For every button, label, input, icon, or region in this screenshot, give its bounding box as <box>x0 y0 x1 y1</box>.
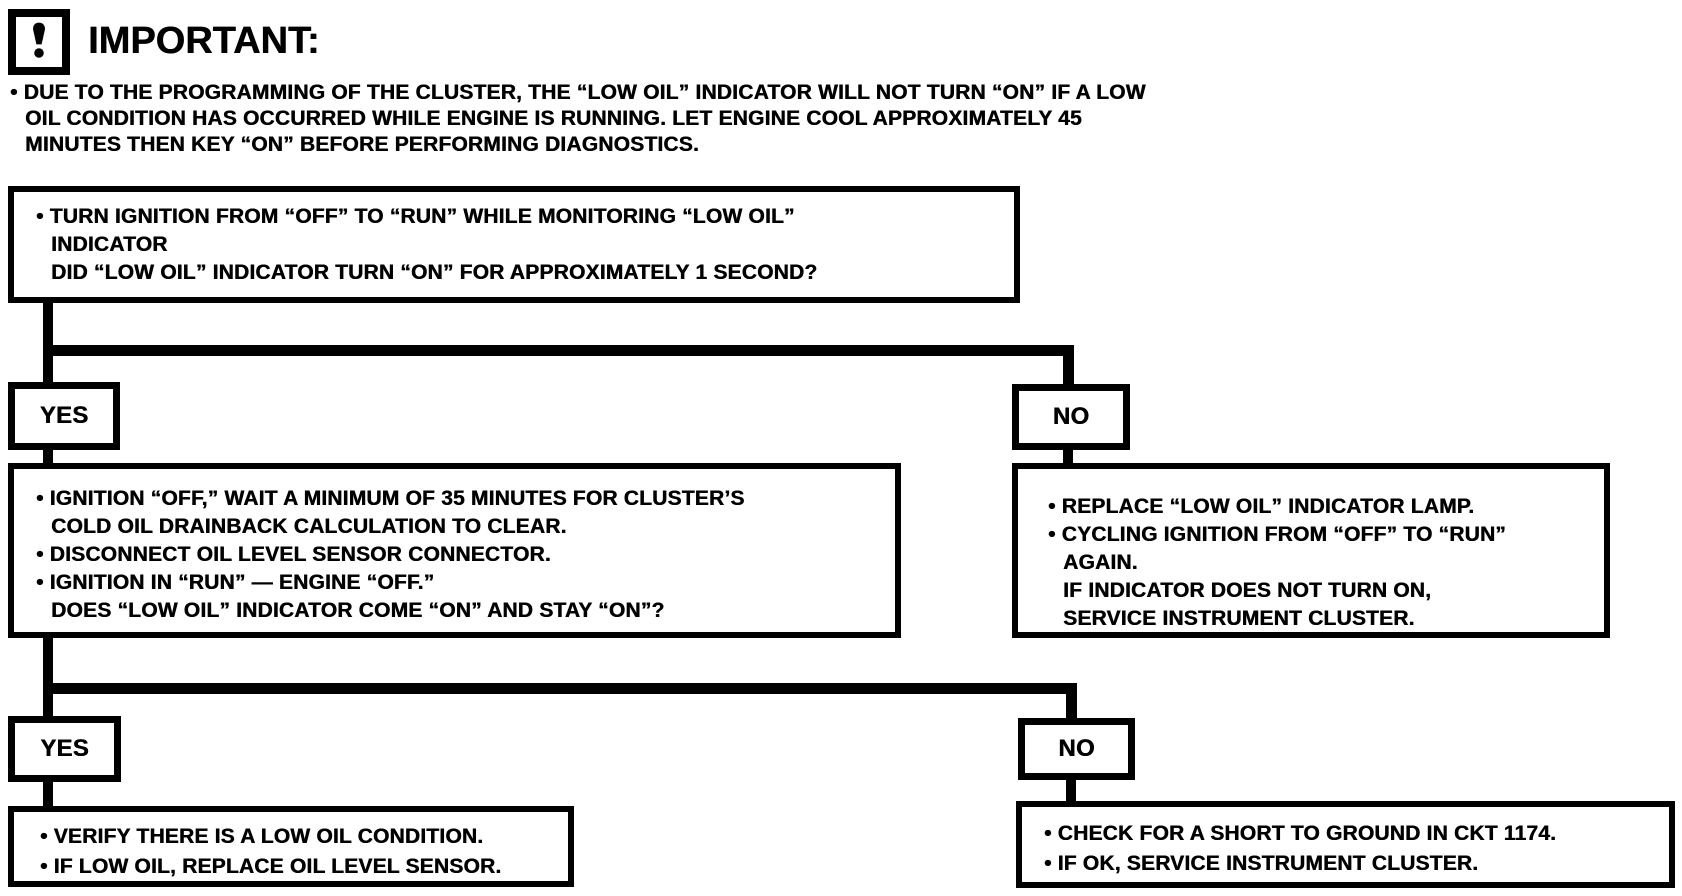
step1-question-box: • TURN IGNITION FROM “OFF” TO “RUN” WHIL… <box>8 186 1020 303</box>
final-yes-box: • VERIFY THERE IS A LOW OIL CONDITION. •… <box>8 806 574 887</box>
final-yes-line: • IF LOW OIL, REPLACE OIL LEVEL SENSOR. <box>40 855 502 878</box>
step2-no-line: IF INDICATOR DOES NOT TURN ON, <box>1063 579 1432 602</box>
branch1-no-label: NO <box>1012 384 1130 450</box>
connector-branch2-vertical-right <box>1066 688 1077 720</box>
note-line: OIL CONDITION HAS OCCURRED WHILE ENGINE … <box>25 107 1082 130</box>
step2-yes-line: • DISCONNECT OIL LEVEL SENSOR CONNECTOR. <box>36 543 551 566</box>
final-no-line: • CHECK FOR A SHORT TO GROUND IN CKT 117… <box>1044 822 1557 845</box>
branch2-yes-label: YES <box>8 716 121 782</box>
connector-branch2-horizontal <box>43 683 1077 694</box>
step2-yes-line: • IGNITION “OFF,” WAIT A MINIMUM OF 35 M… <box>36 487 745 510</box>
step1-line: INDICATOR <box>51 233 168 256</box>
step2-no-line: AGAIN. <box>1063 551 1138 574</box>
step2-no-line: • CYCLING IGNITION FROM “OFF” TO “RUN” <box>1048 523 1506 546</box>
connector-yes2-stub <box>43 780 53 808</box>
final-yes-line: • VERIFY THERE IS A LOW OIL CONDITION. <box>40 825 484 848</box>
connector-step1-vertical-left <box>43 300 53 384</box>
branch1-yes-label: YES <box>8 382 120 450</box>
step2-yes-box: • IGNITION “OFF,” WAIT A MINIMUM OF 35 M… <box>8 463 901 638</box>
step1-line: DID “LOW OIL” INDICATOR TURN “ON” FOR AP… <box>51 261 818 284</box>
step1-line: • TURN IGNITION FROM “OFF” TO “RUN” WHIL… <box>36 205 795 228</box>
step2-no-box: • REPLACE “LOW OIL” INDICATOR LAMP. • CY… <box>1012 463 1610 638</box>
page-title: IMPORTANT: <box>88 20 320 62</box>
important-note: • DUE TO THE PROGRAMMING OF THE CLUSTER,… <box>10 80 1146 158</box>
note-line: MINUTES THEN KEY “ON” BEFORE PERFORMING … <box>25 133 699 156</box>
branch2-no-label: NO <box>1018 718 1135 780</box>
step2-yes-line: • IGNITION IN “RUN” — ENGINE “OFF.” <box>36 571 435 594</box>
final-no-box: • CHECK FOR A SHORT TO GROUND IN CKT 117… <box>1016 801 1675 888</box>
exclamation-icon <box>26 21 52 64</box>
note-line: • DUE TO THE PROGRAMMING OF THE CLUSTER,… <box>10 81 1146 104</box>
step2-no-line: SERVICE INSTRUMENT CLUSTER. <box>1063 607 1415 630</box>
connector-branch1-vertical-right <box>1063 350 1074 386</box>
step2-yes-line: DOES “LOW OIL” INDICATOR COME “ON” AND S… <box>51 599 665 622</box>
connector-branch1-horizontal <box>43 345 1074 356</box>
step2-no-line: • REPLACE “LOW OIL” INDICATOR LAMP. <box>1048 495 1475 518</box>
final-no-line: • IF OK, SERVICE INSTRUMENT CLUSTER. <box>1044 852 1479 875</box>
connector-no1-stub <box>1063 448 1073 466</box>
connector-step2-vertical-left <box>43 634 53 718</box>
important-icon-box <box>8 9 70 75</box>
step2-yes-line: COLD OIL DRAINBACK CALCULATION TO CLEAR. <box>51 515 567 538</box>
connector-no2-stub <box>1066 778 1076 803</box>
connector-yes1-stub <box>43 448 53 466</box>
